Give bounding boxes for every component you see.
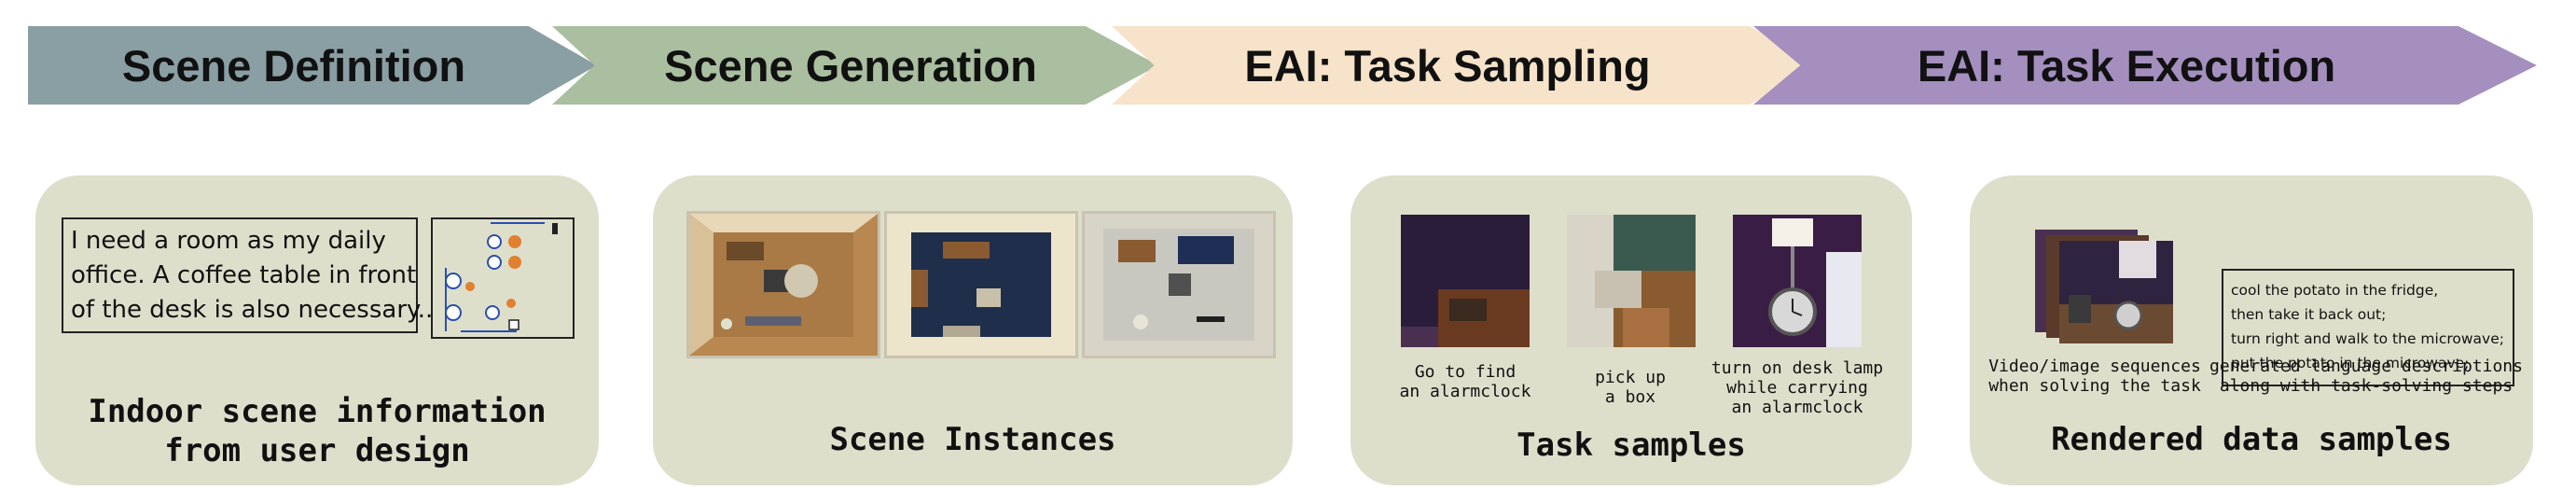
task-caption: turn on desk lamp while carrying an alar… <box>1710 358 1884 417</box>
language-description-box: cool the potato in the fridge, then take… <box>2222 269 2514 386</box>
description-line: cool the potato in the fridge, <box>2231 282 2439 299</box>
banner-label: Scene Generation <box>664 40 1037 91</box>
task-caption: Go to find an alarmclock <box>1399 362 1531 401</box>
banner-label: EAI: Task Sampling <box>1244 40 1651 91</box>
description-line: put the potato in the microwave; <box>2231 355 2470 371</box>
scene-instance-image <box>884 211 1078 358</box>
language-caption: generated language descriptions along wi… <box>2209 357 2523 396</box>
panel-title: Indoor scene information from user desig… <box>88 393 547 469</box>
user-design-text-box: I need a room as my daily office. A coff… <box>62 217 464 333</box>
description-line: turn right and walk to the microwave; <box>2231 330 2504 347</box>
panel-title: Task samples <box>1517 427 1746 464</box>
scene-instance-image <box>1082 211 1276 358</box>
banner-label: EAI: Task Execution <box>1917 40 2336 91</box>
task-image-box <box>1567 215 1696 347</box>
task-image-alarmclock <box>1401 215 1530 347</box>
layout-drawing <box>433 219 573 337</box>
panel-title: Scene Instances <box>829 421 1116 458</box>
task-caption: pick up a box <box>1595 368 1666 407</box>
panel-task-execution: cool the potato in the fridge, then take… <box>1970 175 2533 485</box>
panel-scene-definition: I need a room as my daily office. A coff… <box>35 175 599 485</box>
video-caption: Video/image sequences when solving the t… <box>1988 357 2201 396</box>
banner-task-execution: EAI: Task Execution <box>1753 26 2537 105</box>
task-image-desk-lamp <box>1733 215 1862 347</box>
banner-scene-generation: Scene Generation <box>552 26 1158 105</box>
description-line: then take it back out; <box>2231 306 2387 323</box>
panel-task-sampling: Go to find an alarmclock pick up a box t… <box>1350 175 1912 485</box>
user-text-line: of the desk is also necessary...... <box>71 296 464 324</box>
user-text-line: I need a room as my daily <box>71 227 386 255</box>
panel-scene-generation: Scene Instances <box>653 175 1293 485</box>
user-text-line: office. A coffee table in front <box>71 261 417 289</box>
banner-scene-definition: Scene Definition <box>28 26 597 105</box>
scene-instance-image <box>686 211 880 358</box>
panel-title: Rendered data samples <box>2051 421 2452 458</box>
room-layout-sketch <box>431 217 575 339</box>
banner-label: Scene Definition <box>121 40 466 91</box>
video-frame-stack <box>2035 230 2175 343</box>
banner-task-sampling: EAI: Task Sampling <box>1112 26 1821 105</box>
